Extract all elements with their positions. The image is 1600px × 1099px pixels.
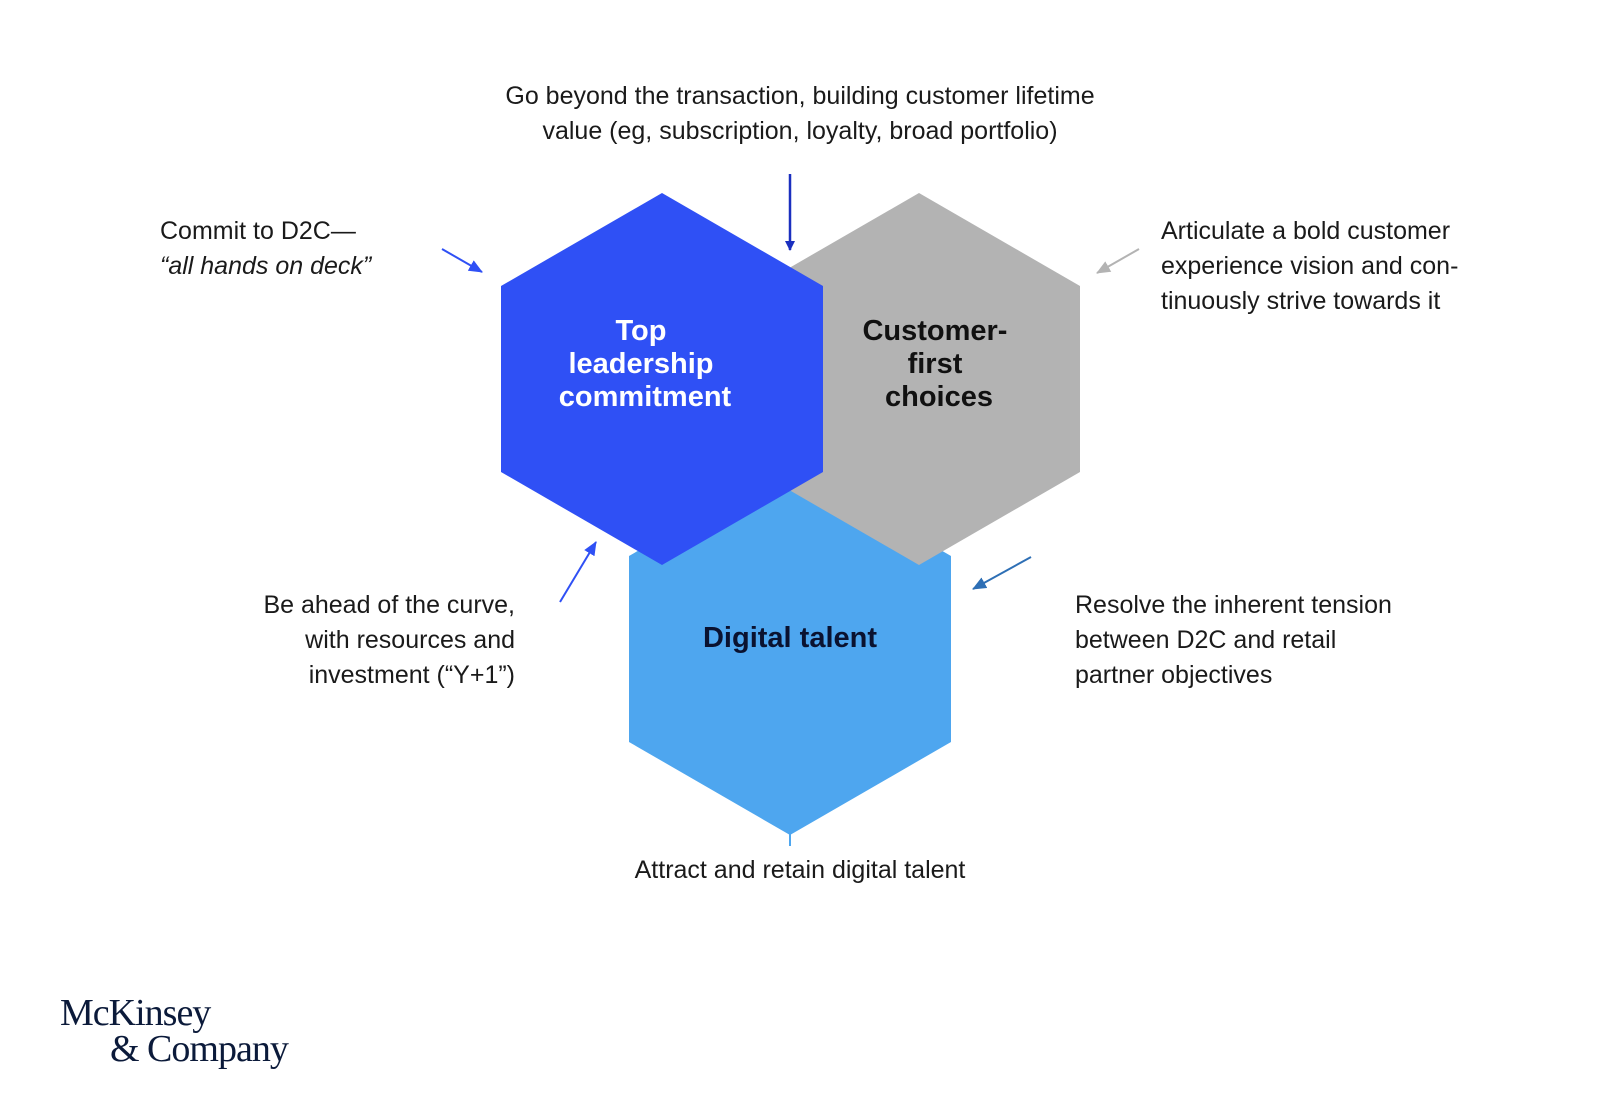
hexagon-digital-talent xyxy=(629,463,951,835)
annotation-left-top-quote: “all hands on deck” xyxy=(160,252,372,280)
leadership-label-line: commitment xyxy=(559,381,732,413)
annotation-left-top: Commit to D2C— “all hands on deck” xyxy=(160,214,371,284)
logo-line: McKinsey xyxy=(60,992,211,1034)
annotation-right-bottom-line: partner objectives xyxy=(1075,661,1273,689)
annotation-right-top: Articulate a bold customer experience vi… xyxy=(1161,214,1458,319)
customer-label-line: choices xyxy=(885,381,993,413)
logo-line: & Company xyxy=(110,1028,289,1070)
annotation-left-top-line: Commit to D2C— xyxy=(160,217,356,245)
annotation-right-bottom-line: between D2C and retail xyxy=(1075,626,1337,654)
hexagon-label-talent: Digital talent xyxy=(703,622,877,654)
annotation-right-top-line: Articulate a bold customer xyxy=(1161,217,1451,245)
annotation-left-bottom-line: investment (“Y+1”) xyxy=(308,661,515,689)
arrow-right-bottom xyxy=(972,556,1032,590)
leadership-label-line: leadership xyxy=(568,348,713,380)
hexagon-label-customer: Customer- first choices xyxy=(862,315,1015,413)
talent-label-line: Digital talent xyxy=(703,622,877,654)
annotation-right-bottom: Resolve the inherent tension between D2C… xyxy=(1075,588,1392,693)
arrow-left-bottom xyxy=(559,541,597,603)
customer-label-line: Customer- xyxy=(862,315,1007,347)
hexagon-label-leadership: Top leadership commitment xyxy=(559,315,732,413)
annotation-left-bottom: Be ahead of the curve, with resources an… xyxy=(200,588,515,693)
mckinsey-logo: McKinsey & Company xyxy=(60,992,289,1070)
hexagon-top-leadership xyxy=(501,193,823,565)
arrow-left-top xyxy=(441,248,483,273)
annotation-right-top-line: tinuously strive towards it xyxy=(1161,287,1441,315)
annotation-right-bottom-line: Resolve the inherent tension xyxy=(1075,591,1392,619)
customer-label-line: first xyxy=(908,348,963,380)
annotation-top: Go beyond the transaction, building cust… xyxy=(400,79,1200,149)
leadership-label-line: Top xyxy=(615,315,666,347)
annotation-top-line: Go beyond the transaction, building cust… xyxy=(505,82,1095,110)
annotation-left-bottom-line: Be ahead of the curve, xyxy=(263,591,515,619)
annotation-top-line: value (eg, subscription, loyalty, broad … xyxy=(542,117,1058,145)
annotation-right-top-line: experience vision and con- xyxy=(1161,252,1459,280)
annotation-bottom: Attract and retain digital talent xyxy=(400,853,1200,888)
annotation-left-bottom-line: with resources and xyxy=(305,626,515,654)
hexagon-customer-first xyxy=(758,193,1080,565)
arrow-right-top xyxy=(1096,248,1140,274)
annotation-bottom-line: Attract and retain digital talent xyxy=(634,856,966,884)
